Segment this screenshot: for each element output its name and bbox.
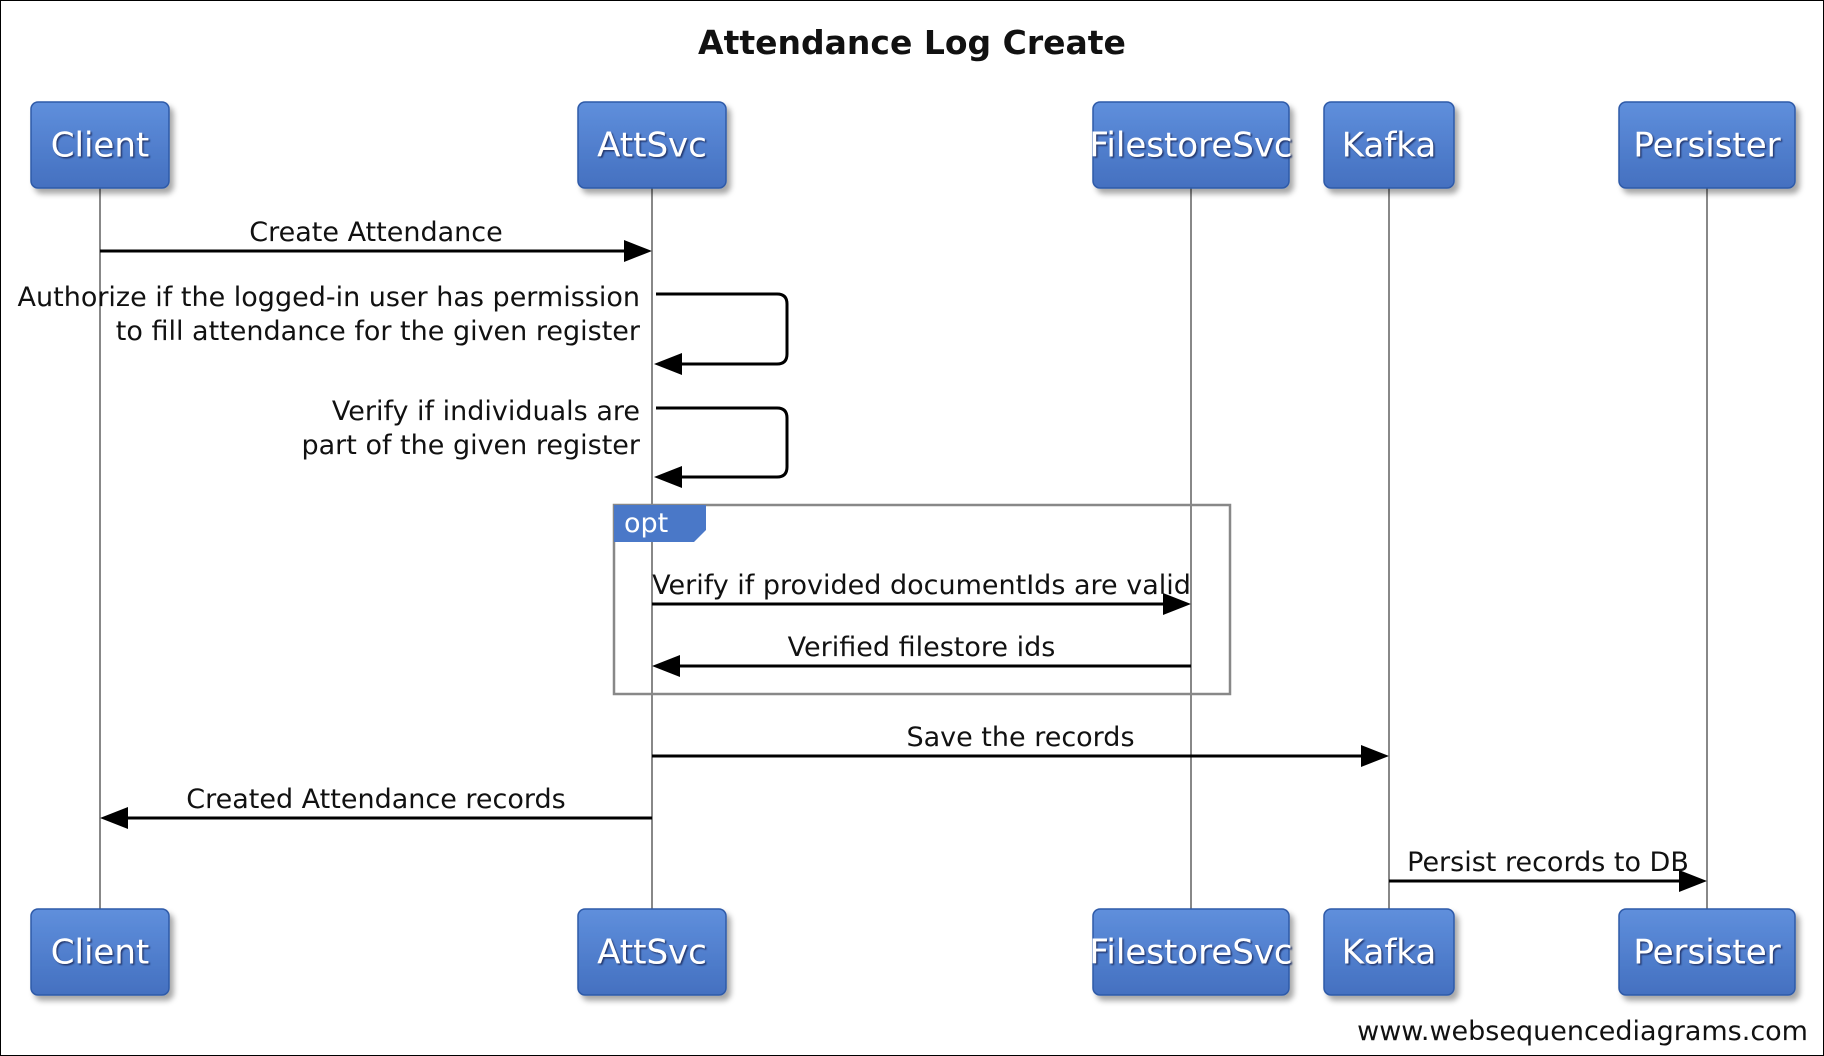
participant-box [1092,101,1290,189]
participant-label: Client [51,126,149,166]
self-message-line [656,406,789,479]
participant-label: AttSvc [597,126,707,166]
message-label: Verify if individuals are [332,396,640,427]
participant-box [1323,908,1455,996]
message-created-records: Created Attendance records [100,784,652,829]
message-authorize: Authorize if the logged-in user has perm… [18,282,789,375]
fragment-frame [612,503,1232,696]
message-label: Create Attendance [249,217,502,248]
arrowhead [652,655,680,677]
fragment-label: opt [624,508,668,539]
participant-box [30,101,170,189]
participant-filestoresvc-bottom: FilestoreSvc [1089,908,1293,996]
message-create-attendance: Create Attendance [100,217,652,262]
participant-label: Persister [1633,933,1780,973]
participant-box [30,908,170,996]
participant-kafka-top: Kafka [1323,101,1455,189]
message-label: to fill attendance for the given registe… [116,316,641,347]
participant-label: FilestoreSvc [1089,126,1292,166]
participant-label: AttSvc [597,933,707,973]
message-save-records: Save the records [652,722,1389,767]
participant-client-bottom: Client [30,908,170,996]
message-persist-records: Persist records to DB [1389,847,1707,892]
participant-box [1092,908,1290,996]
message-label: Authorize if the logged-in user has perm… [18,282,640,313]
participant-attsvc-bottom: AttSvc [577,908,727,996]
participant-box [1618,908,1796,996]
message-label: Persist records to DB [1407,847,1689,878]
participant-persister-bottom: Persister [1618,908,1796,996]
lifelines [99,188,1708,909]
message-label: part of the given register [301,430,640,461]
arrowhead [1361,745,1389,767]
message-verified-ids: Verified filestore ids [652,632,1191,677]
message-verify-documents: Verify if provided documentIds are valid [652,570,1191,615]
message-label: Created Attendance records [186,784,565,815]
participant-filestoresvc-top: FilestoreSvc [1089,101,1293,189]
message-label: Save the records [906,722,1134,753]
participant-attsvc-top: AttSvc [577,101,727,189]
participant-box [577,908,727,996]
arrowhead [100,807,128,829]
arrowhead [624,240,652,262]
watermark-text: www.websequencediagrams.com [1357,1016,1808,1047]
participant-label: FilestoreSvc [1089,933,1292,973]
fragments: opt [612,503,1232,696]
arrowhead [654,466,682,488]
participant-persister-top: Persister [1618,101,1796,189]
message-label: Verified filestore ids [788,632,1056,663]
self-message-line [656,292,789,366]
participant-label: Client [51,933,149,973]
fragment-tab [614,505,706,542]
participant-box [1618,101,1796,189]
participants-top: Client AttSvc FilestoreSvc Kafka Persister [30,101,1796,189]
arrowhead [1679,870,1707,892]
participant-label: Kafka [1342,126,1436,166]
participant-label: Persister [1633,126,1780,166]
participant-box [1323,101,1455,189]
fragment-opt: opt [612,503,1232,696]
arrowhead [654,353,682,375]
message-label: Verify if provided documentIds are valid [652,570,1191,601]
participant-label: Kafka [1342,933,1436,973]
participant-client-top: Client [30,101,170,189]
participant-box [577,101,727,189]
diagram-title: Attendance Log Create [698,23,1126,62]
arrowhead [1163,593,1191,615]
participants-bottom: Client AttSvc FilestoreSvc Kafka Persister [30,908,1796,996]
participant-kafka-bottom: Kafka [1323,908,1455,996]
